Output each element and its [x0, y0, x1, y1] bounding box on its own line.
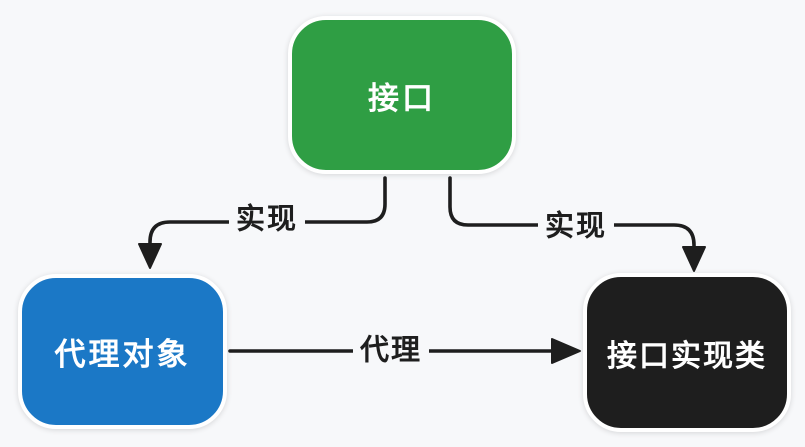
node-interface[interactable]: 接口: [288, 16, 516, 174]
arrowhead-down-left-icon: [138, 243, 162, 269]
edge-label-proxy: 代理: [352, 332, 430, 367]
node-proxy-object-label: 代理对象: [54, 337, 191, 373]
edge-label-implement-left: 实现: [228, 201, 306, 236]
arrowhead-right-icon: [551, 338, 581, 364]
edge-label-implement-right: 实现: [537, 208, 615, 243]
node-interface-impl-class[interactable]: 接口实现类: [583, 273, 791, 432]
node-interface-label: 接口: [368, 80, 436, 117]
node-interface-impl-class-label: 接口实现类: [607, 338, 767, 374]
node-proxy-object[interactable]: 代理对象: [18, 274, 227, 429]
arrowhead-down-right-icon: [682, 246, 706, 272]
